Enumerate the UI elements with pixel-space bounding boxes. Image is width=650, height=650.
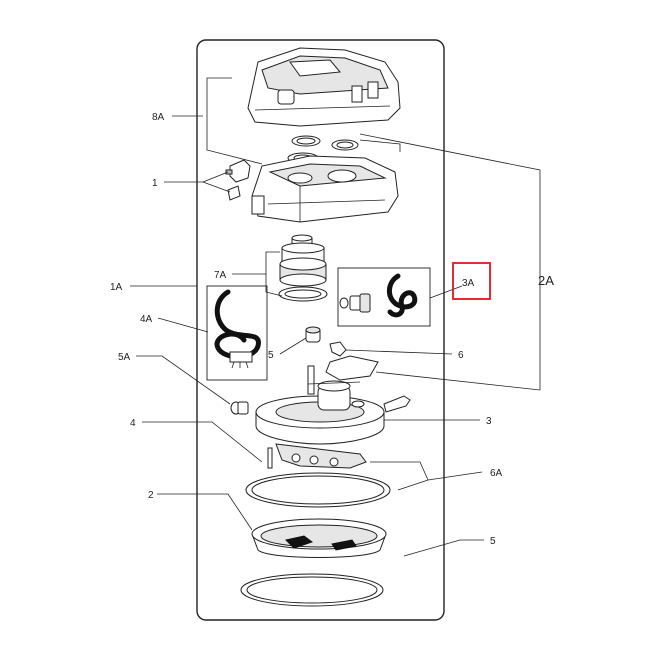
part-top-cover[interactable] [247, 47, 401, 127]
part-switch[interactable] [225, 159, 251, 201]
part-motor-assembly[interactable] [278, 234, 328, 302]
callout-6A[interactable]: 6A [490, 468, 503, 479]
part-cord-strain-relief[interactable] [339, 273, 418, 318]
part-base-plate[interactable] [255, 365, 411, 445]
callout-7A[interactable]: 7A [214, 270, 227, 281]
power-cord-kit-box [337, 267, 431, 327]
cord-kit-box [206, 285, 268, 381]
callout-2A[interactable]: 2A [538, 273, 554, 288]
highlight-box-3A [452, 262, 491, 300]
callout-6[interactable]: 6 [458, 350, 464, 361]
part-bottom-pan[interactable] [251, 518, 387, 558]
part-ground-bracket[interactable] [325, 341, 379, 381]
callout-8A[interactable]: 8A [152, 112, 165, 123]
part-motor-lid[interactable] [251, 155, 399, 223]
callout-4[interactable]: 4 [130, 418, 136, 429]
part-seal-ring-upper[interactable] [245, 472, 391, 508]
callout-1A[interactable]: 1A [110, 282, 123, 293]
part-sensor-bar[interactable] [267, 443, 367, 469]
callout-3[interactable]: 3 [486, 416, 492, 427]
part-indicator-lamp[interactable] [230, 401, 249, 415]
callout-3A[interactable]: 3A [462, 278, 475, 289]
callout-1[interactable]: 1 [152, 178, 158, 189]
callout-4A[interactable]: 4A [140, 314, 153, 325]
part-capacitor[interactable] [305, 326, 321, 343]
callout-2[interactable]: 2 [148, 490, 154, 501]
callout-5-left[interactable]: 5 [268, 350, 274, 361]
callout-5A[interactable]: 5A [118, 352, 131, 363]
leader-lines [130, 77, 541, 557]
assembly-frame [196, 39, 445, 621]
part-seal-ring-lower[interactable] [240, 573, 384, 607]
part-power-cord[interactable] [214, 289, 261, 369]
callout-5-right[interactable]: 5 [490, 536, 496, 547]
